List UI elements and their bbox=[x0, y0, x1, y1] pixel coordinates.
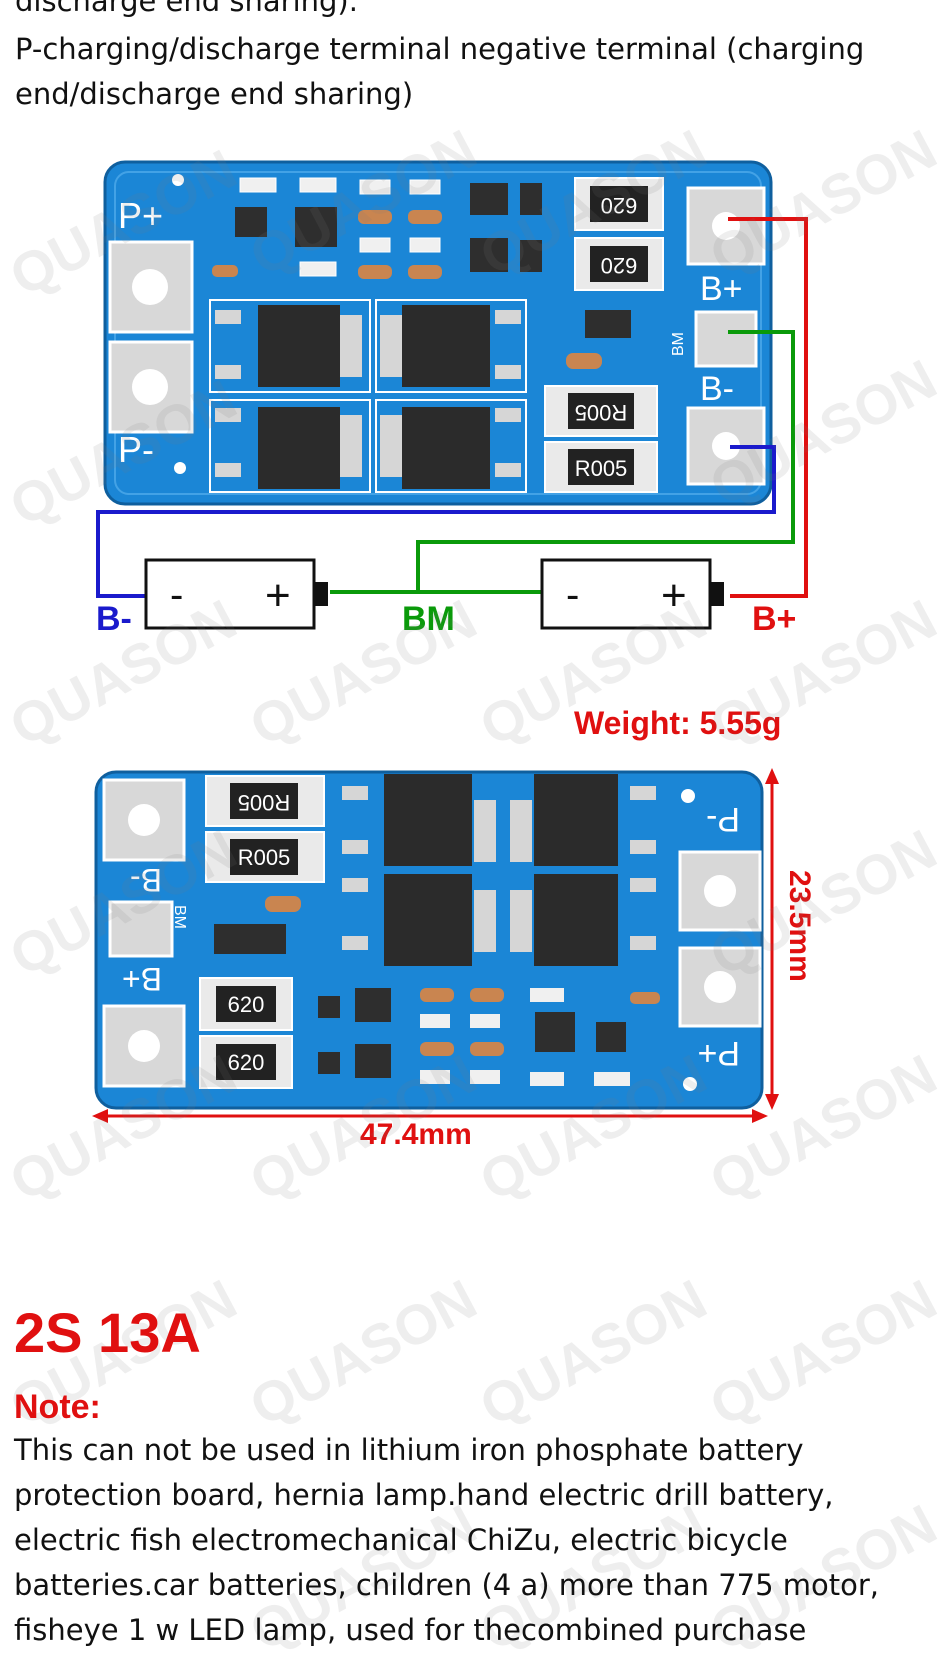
wire-label-b-minus: B- bbox=[96, 600, 132, 638]
resistor2-label-1: R005 bbox=[238, 845, 291, 870]
pad-label-b-minus: B- bbox=[700, 370, 734, 408]
weight-label: Weight: 5.55g bbox=[574, 705, 781, 741]
intro-text-line-2: end/discharge end sharing) bbox=[15, 77, 414, 111]
pad2-label-p-plus: P+ bbox=[697, 1034, 740, 1072]
note-label: Note: bbox=[14, 1388, 101, 1426]
pad-label-p-plus: P+ bbox=[118, 195, 163, 236]
note-text-line: This can not be used in lithium iron pho… bbox=[14, 1433, 804, 1467]
wire-label-b-plus: B+ bbox=[752, 600, 796, 638]
intro-text-line-0: discharge end sharing). bbox=[15, 0, 358, 18]
resistor-label-1: 620 bbox=[601, 253, 638, 278]
watermark: QUASON bbox=[239, 1266, 487, 1439]
resistor-label-3: R005 bbox=[575, 456, 628, 481]
pad2-label-bm: BM bbox=[171, 905, 188, 929]
resistor-label-0: 620 bbox=[601, 193, 638, 218]
cell1-plus: + bbox=[265, 571, 291, 620]
pad-label-bm: BM bbox=[670, 332, 687, 356]
height-dimension: 23.5mm bbox=[783, 870, 816, 982]
board-top-view: P+ P- B+ B- BM 620 620 R005 R005 bbox=[96, 160, 808, 638]
intro-text-line-1: P-charging/discharge terminal negative t… bbox=[15, 32, 865, 66]
pad2-label-b-minus: B- bbox=[130, 862, 162, 898]
resistor-label-2: R005 bbox=[575, 400, 628, 425]
resistor2-label-3: 620 bbox=[228, 1050, 265, 1075]
watermark: QUASON bbox=[699, 1266, 944, 1439]
cell1-minus: - bbox=[170, 573, 183, 617]
board-bottom-view: B- B+ BM P- P+ R005 R005 620 620 bbox=[92, 768, 816, 1151]
note-text-line: batteries.car batteries, children (4 a) … bbox=[14, 1568, 880, 1602]
pad-label-p-minus: P- bbox=[118, 429, 154, 470]
cell2-minus: - bbox=[566, 573, 579, 617]
pad2-label-b-plus: B+ bbox=[122, 961, 162, 997]
resistor2-label-0: R005 bbox=[238, 790, 291, 815]
resistor2-label-2: 620 bbox=[228, 992, 265, 1017]
note-text-line: protection board, hernia lamp.hand elect… bbox=[14, 1478, 834, 1512]
pad2-label-p-minus: P- bbox=[706, 800, 740, 838]
cell2-plus: + bbox=[661, 571, 687, 620]
weight-label-wrap: Weight: 5.55g bbox=[574, 705, 781, 741]
note-text-line: electric fish electromechanical ChiZu, e… bbox=[14, 1523, 788, 1557]
watermark: QUASON bbox=[469, 1266, 717, 1439]
note-text-line: fisheye 1 w LED lamp, used for thecombin… bbox=[14, 1613, 807, 1647]
wire-label-bm: BM bbox=[402, 600, 455, 638]
product-heading: 2S 13A bbox=[14, 1301, 201, 1364]
width-dimension: 47.4mm bbox=[360, 1118, 472, 1151]
pad-label-b-plus: B+ bbox=[700, 270, 743, 308]
